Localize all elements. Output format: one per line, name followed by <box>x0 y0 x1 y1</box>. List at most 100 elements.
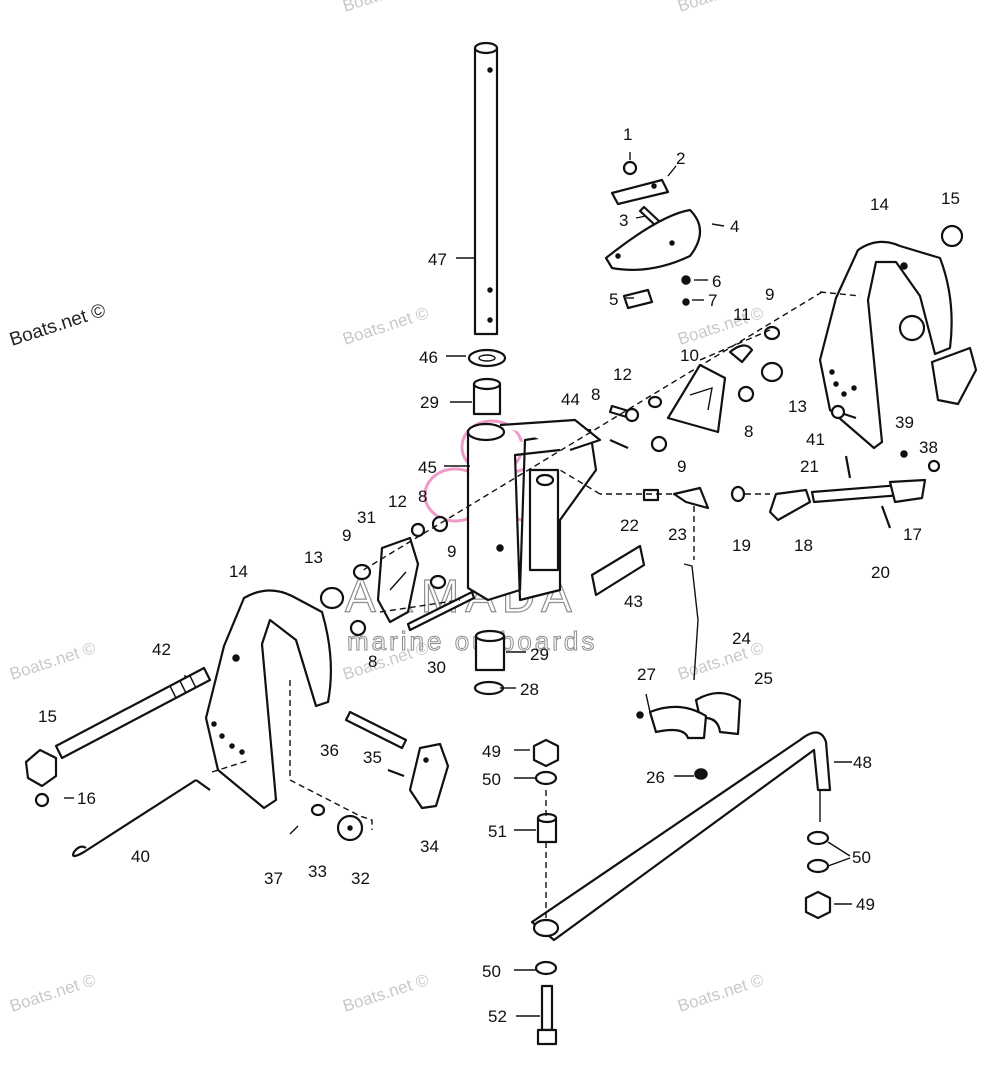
part-28-o-ring <box>473 680 505 696</box>
callout-42: 42 <box>152 640 171 659</box>
callout-12-left: 12 <box>388 492 407 511</box>
callout-13-left: 13 <box>304 548 323 567</box>
callout-layer: 1 2 3 4 5 6 7 8 8 8 8 9 9 9 9 10 11 12 1… <box>38 125 960 1026</box>
callout-5: 5 <box>609 290 618 309</box>
part-15-nut-left <box>24 748 58 788</box>
part-16-nut <box>34 792 50 808</box>
callout-47: 47 <box>428 250 447 269</box>
callout-34: 34 <box>420 837 439 856</box>
callout-9-left: 9 <box>342 526 351 545</box>
assembly-lines <box>211 291 861 920</box>
part-2-bracket <box>610 178 670 206</box>
part-32-disc <box>336 814 364 842</box>
callout-17: 17 <box>903 525 922 544</box>
watermark-text: Boats.net © <box>675 303 766 349</box>
part-48-steering-arm <box>530 731 832 942</box>
callout-39: 39 <box>895 413 914 432</box>
callout-8-left-upper: 8 <box>418 487 427 506</box>
callout-26: 26 <box>646 768 665 787</box>
part-50-washer-upper <box>534 770 558 786</box>
part-9-washer-center <box>650 435 668 453</box>
callout-2: 2 <box>676 149 685 168</box>
callout-18: 18 <box>794 536 813 555</box>
part-13-washer-left <box>319 586 345 610</box>
callout-33: 33 <box>308 862 327 881</box>
part-19-washer <box>730 485 746 503</box>
part-7-screw <box>682 298 690 306</box>
part-40-hook-rod <box>72 779 211 858</box>
part-51-spacer <box>536 812 558 844</box>
part-8-pin-left-upper <box>431 515 449 533</box>
brand-tagline: marine outboards <box>347 626 597 656</box>
callout-52: 52 <box>488 1007 507 1026</box>
callout-8-center: 8 <box>591 385 600 404</box>
part-36-spring <box>344 710 408 750</box>
callout-24: 24 <box>732 629 751 648</box>
part-8-pin-right <box>737 385 755 403</box>
watermark-text-primary: Boats.net © <box>7 300 108 351</box>
part-50-washer-lower <box>534 960 558 976</box>
part-30-rod <box>406 590 476 632</box>
callout-48: 48 <box>853 753 872 772</box>
callout-40: 40 <box>131 847 150 866</box>
callout-21: 21 <box>800 457 819 476</box>
callout-36: 36 <box>320 741 339 760</box>
part-17-tilt-rod <box>810 478 927 504</box>
callout-3: 3 <box>619 211 628 230</box>
callout-50-right: 50 <box>852 848 871 867</box>
callout-35: 35 <box>363 748 382 767</box>
callout-4: 4 <box>730 217 739 236</box>
callout-22: 22 <box>620 516 639 535</box>
part-52-bolt <box>536 984 558 1046</box>
part-8-bolt-center <box>608 404 640 423</box>
callout-8-right: 8 <box>744 422 753 441</box>
part-10-tilt-lever <box>666 363 727 434</box>
callout-23: 23 <box>668 525 687 544</box>
part-15-nut-right <box>940 224 964 248</box>
callout-50-upper: 50 <box>482 770 501 789</box>
callout-6: 6 <box>712 272 721 291</box>
callout-41: 41 <box>806 430 825 449</box>
part-23-arm <box>672 486 710 510</box>
part-8-pin-left-lower <box>349 619 367 637</box>
callout-29-upper: 29 <box>420 393 439 412</box>
callout-12-right: 12 <box>613 365 632 384</box>
callout-11: 11 <box>733 305 751 324</box>
part-18-link <box>768 488 812 522</box>
part-13-washer-right <box>760 361 784 383</box>
callout-46: 46 <box>419 348 438 367</box>
part-49-nut-lower <box>804 890 832 920</box>
part-31-lever-left <box>376 536 420 624</box>
callout-38: 38 <box>919 438 938 457</box>
callout-10: 10 <box>680 346 699 365</box>
callout-9-center: 9 <box>677 457 686 476</box>
callout-7: 7 <box>708 291 717 310</box>
part-9-washer-upper <box>763 325 781 341</box>
callout-16: 16 <box>77 789 96 808</box>
callout-44: 44 <box>561 390 580 409</box>
callout-15-left: 15 <box>38 707 57 726</box>
watermark-text: Boats.net © <box>7 970 98 1016</box>
part-50-washer-right-lower <box>806 858 830 874</box>
callout-32: 32 <box>351 869 370 888</box>
watermark-text: Boats.net © <box>7 638 98 684</box>
callout-37: 37 <box>264 869 283 888</box>
part-12-washer-right <box>647 395 663 409</box>
part-1-nut <box>622 160 638 176</box>
callout-43: 43 <box>624 592 643 611</box>
part-14-clamp-bracket-left <box>204 589 332 810</box>
callout-49-lower: 49 <box>856 895 875 914</box>
part-41-bolt <box>830 404 857 420</box>
part-35-pin <box>387 768 405 778</box>
part-20-cotter <box>880 505 892 529</box>
watermark-text: Boats.net © <box>675 0 766 16</box>
callout-1: 1 <box>623 125 632 144</box>
callout-51: 51 <box>488 822 507 841</box>
part-29-bushing-upper <box>472 377 502 416</box>
callout-8-left-lower: 8 <box>368 652 377 671</box>
part-37-pin <box>289 825 299 835</box>
part-46-washer <box>467 348 507 368</box>
part-45-swivel-bracket <box>466 418 602 602</box>
callout-14-right: 14 <box>870 195 889 214</box>
part-27-pin <box>636 693 651 719</box>
